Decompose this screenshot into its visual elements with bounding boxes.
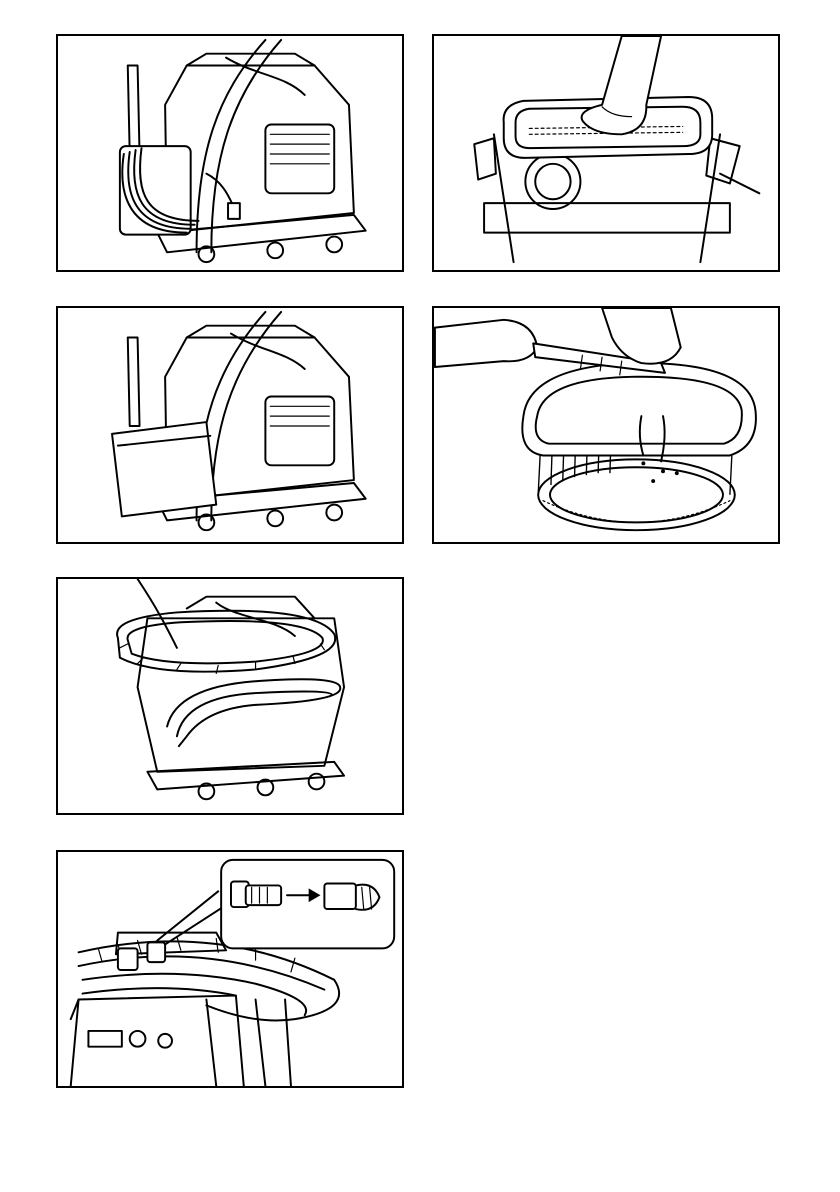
hand-icon — [435, 320, 537, 367]
accessory-holder-icon — [112, 337, 216, 516]
hose-icon — [117, 611, 340, 746]
figure-filter-in-tank — [432, 34, 780, 272]
figure-hose-storage — [56, 577, 404, 815]
handle-icon — [197, 40, 266, 252]
figure-cord-storage — [56, 34, 404, 272]
hose-icon — [58, 852, 402, 1086]
tank-icon — [434, 36, 778, 270]
figure-hose-connection — [56, 850, 404, 1088]
hose-connector-icon — [118, 942, 165, 970]
vacuum-cleaner-icon — [58, 308, 402, 542]
filter-icon — [434, 308, 778, 542]
figure-filter-cleaning — [432, 306, 780, 544]
vacuum-cleaner-icon — [58, 579, 402, 813]
figure-accessory-holder — [56, 306, 404, 544]
vacuum-cleaner-icon — [58, 36, 402, 270]
